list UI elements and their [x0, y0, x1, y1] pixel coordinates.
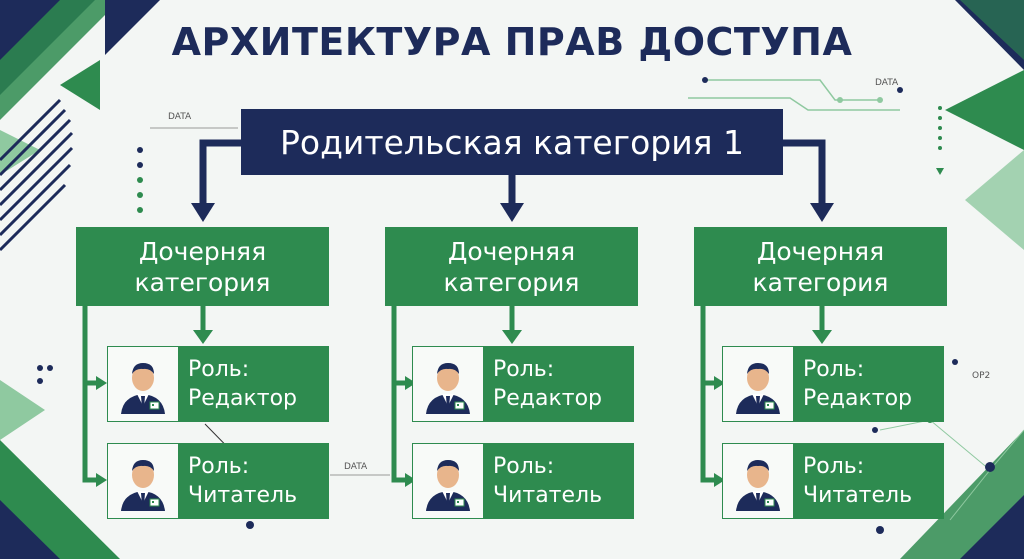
role-name: Читатель: [188, 483, 298, 508]
data-tag: DATA: [344, 462, 368, 472]
role-name: Редактор: [493, 386, 603, 411]
data-tag: DATA: [875, 78, 899, 88]
role-label: Роль:: [803, 454, 865, 479]
child-category-label-line2: категория: [134, 267, 271, 297]
role-box-reader: Роль: Читатель: [722, 443, 944, 519]
child-category-box: Дочерняя категория: [385, 227, 638, 306]
role-box-editor: Роль: Редактор: [412, 346, 634, 422]
child-category-box: Дочерняя категория: [694, 227, 947, 306]
role-label: Роль:: [188, 454, 250, 479]
parent-category-label: Родительская категория 1: [280, 122, 744, 162]
role-box-editor: Роль: Редактор: [722, 346, 944, 422]
person-avatar-icon: [723, 347, 793, 421]
person-avatar-icon: [108, 347, 178, 421]
role-box-editor: Роль: Редактор: [107, 346, 329, 422]
child-category-box: Дочерняя категория: [76, 227, 329, 306]
role-label: Роль:: [188, 357, 250, 382]
person-avatar-icon: [723, 444, 793, 518]
role-name: Редактор: [803, 386, 913, 411]
child-category-label-line1: Дочерняя: [138, 236, 267, 266]
role-name: Читатель: [803, 483, 913, 508]
role-name: Читатель: [493, 483, 603, 508]
parent-category-box: Родительская категория 1: [241, 109, 783, 175]
role-label: Роль:: [803, 357, 865, 382]
data-tag: DATA: [168, 112, 192, 122]
role-label: Роль:: [493, 454, 555, 479]
person-avatar-icon: [108, 444, 178, 518]
person-avatar-icon: [413, 444, 483, 518]
page-title: АРХИТЕКТУРА ПРАВ ДОСТУПА: [171, 20, 853, 64]
op2-tag: OP2: [972, 371, 991, 381]
role-label: Роль:: [493, 357, 555, 382]
child-category-label-line1: Дочерняя: [447, 236, 576, 266]
role-name: Редактор: [188, 386, 298, 411]
person-avatar-icon: [413, 347, 483, 421]
child-category-label-line1: Дочерняя: [756, 236, 885, 266]
child-category-label-line2: категория: [752, 267, 889, 297]
role-box-reader: Роль: Читатель: [107, 443, 329, 519]
role-box-reader: Роль: Читатель: [412, 443, 634, 519]
child-category-label-line2: категория: [443, 267, 580, 297]
